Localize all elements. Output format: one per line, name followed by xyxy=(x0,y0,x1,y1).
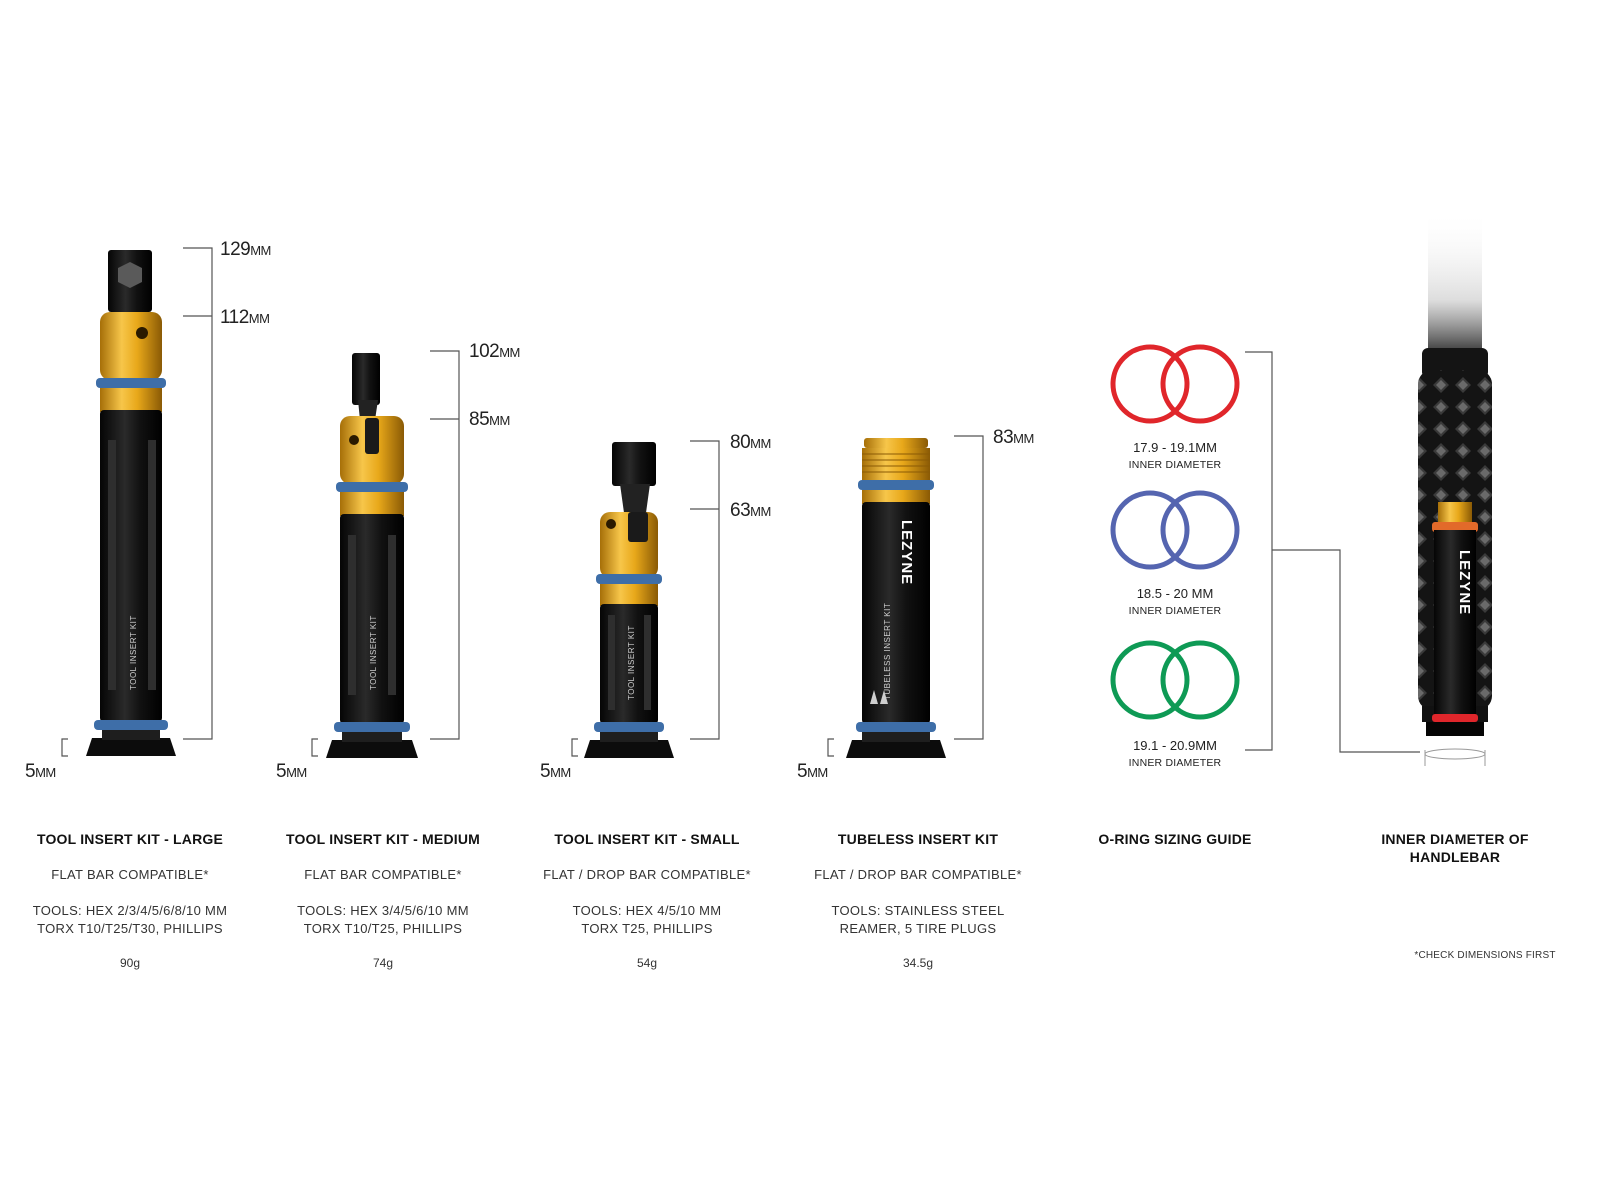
small-kit-weight: 54g xyxy=(636,956,658,970)
oring-bracket-lines xyxy=(1245,351,1420,753)
medium-kit-compat: FLAT BAR COMPATIBLE* xyxy=(304,867,462,882)
medium-kit-info: TOOL INSERT KIT - MEDIUM FLAT BAR COMPAT… xyxy=(253,830,513,970)
medium-kit-tools-1: TOOLS: HEX 3/4/5/6/10 MM xyxy=(297,903,469,918)
tubeless-kit-title: TUBELESS INSERT KIT xyxy=(837,831,999,847)
tubeless-kit-weight: 34.5g xyxy=(902,956,934,970)
medium-dimension-lines xyxy=(311,350,460,757)
small-kit-tools-1: TOOLS: HEX 4/5/10 MM xyxy=(572,903,722,918)
small-kit-tools-2: TORX T25, PHILLIPS xyxy=(581,921,713,936)
svg-text:TOOL INSERT KIT: TOOL INSERT KIT xyxy=(627,625,636,700)
oring-guide-info: O-RING SIZING GUIDE xyxy=(1072,830,1278,848)
small-dim-5: 5MM xyxy=(540,761,571,782)
handlebar-info: INNER DIAMETER OF HANDLEBAR xyxy=(1370,830,1540,866)
tubeless-kit-tools-1: TOOLS: STAINLESS STEEL xyxy=(831,903,1005,918)
medium-kit-tools-2: TORX T10/T25, PHILLIPS xyxy=(303,921,463,936)
large-dim-129: 129MM xyxy=(220,239,271,260)
oring-green xyxy=(1110,640,1240,720)
large-kit-weight: 90g xyxy=(119,956,141,970)
tool-insert-kit-small: TOOL INSERT KIT xyxy=(584,442,674,758)
small-kit-compat: FLAT / DROP BAR COMPATIBLE* xyxy=(543,867,751,882)
handlebar-brand-logo: LEZYNE xyxy=(1456,550,1473,615)
small-kit-info: TOOL INSERT KIT - SMALL FLAT / DROP BAR … xyxy=(517,830,777,970)
large-kit-title: TOOL INSERT KIT - LARGE xyxy=(36,831,224,847)
large-kit-info: TOOL INSERT KIT - LARGE FLAT BAR COMPATI… xyxy=(0,830,260,970)
footnote-check-dimensions: *CHECK DIMENSIONS FIRST xyxy=(1414,950,1556,961)
medium-kit-title: TOOL INSERT KIT - MEDIUM xyxy=(285,831,481,847)
tubeless-kit-info: TUBELESS INSERT KIT FLAT / DROP BAR COMP… xyxy=(788,830,1048,970)
small-dimension-lines xyxy=(571,440,720,757)
tool-insert-kit-large: TOOL INSERT KIT xyxy=(86,250,176,756)
tubeless-kit-tools-2: REAMER, 5 TIRE PLUGS xyxy=(839,921,997,936)
medium-kit-weight: 74g xyxy=(372,956,394,970)
oring-red-range: 17.9 - 19.1MM xyxy=(1133,440,1217,455)
large-dimension-lines xyxy=(61,247,213,757)
svg-text:TOOL INSERT KIT: TOOL INSERT KIT xyxy=(369,615,378,690)
small-dim-80: 80MM xyxy=(730,432,771,453)
large-kit-tools-2: TORX T10/T25/T30, PHILLIPS xyxy=(37,921,223,936)
handlebar-title: INNER DIAMETER OF HANDLEBAR xyxy=(1381,831,1529,865)
tubeless-kit-compat: FLAT / DROP BAR COMPATIBLE* xyxy=(814,867,1022,882)
oring-red xyxy=(1110,344,1240,424)
large-dim-5: 5MM xyxy=(25,761,56,782)
large-kit-tools-1: TOOLS: HEX 2/3/4/5/6/8/10 MM xyxy=(32,903,228,918)
medium-dim-102: 102MM xyxy=(469,341,520,362)
medium-dim-5: 5MM xyxy=(276,761,307,782)
tubeless-dim-5: 5MM xyxy=(797,761,828,782)
oring-blue-range: 18.5 - 20 MM xyxy=(1137,586,1214,601)
tubeless-dimension-lines xyxy=(827,435,984,757)
medium-dim-85: 85MM xyxy=(469,409,510,430)
oring-red-caption: INNER DIAMETER xyxy=(1129,459,1222,471)
large-dim-112: 112MM xyxy=(220,307,269,328)
oring-green-caption: INNER DIAMETER xyxy=(1129,757,1222,769)
oring-blue-caption: INNER DIAMETER xyxy=(1129,605,1222,617)
small-dim-63: 63MM xyxy=(730,500,771,521)
oring-guide-title: O-RING SIZING GUIDE xyxy=(1098,831,1252,847)
oring-blue xyxy=(1110,490,1240,570)
handlebar-illustration: LEZYNE xyxy=(1418,210,1492,766)
svg-text:TOOL INSERT KIT: TOOL INSERT KIT xyxy=(129,615,138,690)
svg-text:TUBELESS INSERT KIT: TUBELESS INSERT KIT xyxy=(883,603,892,700)
tool-insert-kit-medium: TOOL INSERT KIT xyxy=(326,353,418,758)
tubeless-insert-kit: LEZYNE TUBELESS INSERT KIT xyxy=(846,438,946,758)
large-kit-compat: FLAT BAR COMPATIBLE* xyxy=(51,867,209,882)
tubeless-brand-logo: LEZYNE xyxy=(898,520,915,585)
small-kit-title: TOOL INSERT KIT - SMALL xyxy=(554,831,740,847)
oring-green-range: 19.1 - 20.9MM xyxy=(1133,738,1217,753)
tubeless-dim-83: 83MM xyxy=(993,427,1034,448)
